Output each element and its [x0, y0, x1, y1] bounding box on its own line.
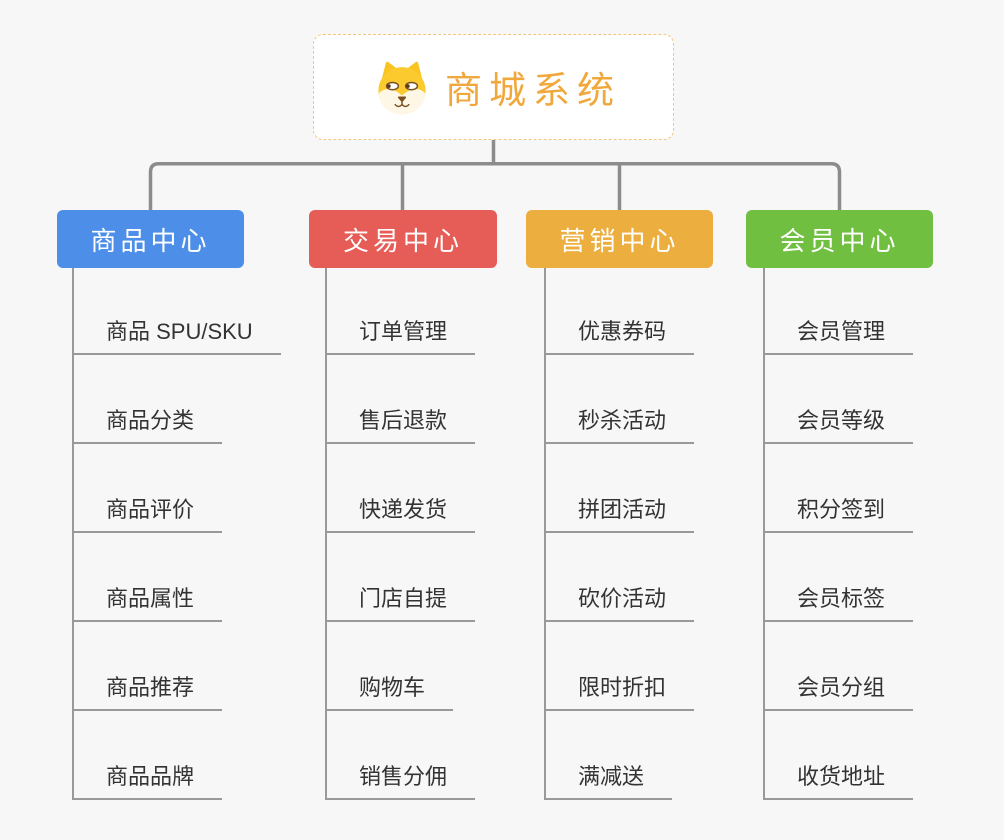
- leaf-node-product-attribute[interactable]: 商品属性: [72, 584, 223, 622]
- leaf-node-points-checkin[interactable]: 积分签到: [763, 495, 914, 533]
- leaf-node-express-delivery[interactable]: 快递发货: [325, 495, 476, 533]
- leaf-node-store-pickup[interactable]: 门店自提: [325, 584, 476, 622]
- leaf-node-flash-sale[interactable]: 秒杀活动: [544, 406, 695, 444]
- branch-node-member-center[interactable]: 会员中心: [746, 210, 933, 268]
- leaf-node-member-level[interactable]: 会员等级: [763, 406, 914, 444]
- leaf-node-coupon-code[interactable]: 优惠券码: [544, 317, 695, 355]
- leaf-node-shopping-cart[interactable]: 购物车: [325, 673, 454, 711]
- branch-node-trade-center[interactable]: 交易中心: [309, 210, 497, 268]
- leaf-node-shipping-address[interactable]: 收货地址: [763, 762, 914, 800]
- leaf-node-product-recommend[interactable]: 商品推荐: [72, 673, 223, 711]
- leaf-node-order-management[interactable]: 订单管理: [325, 317, 476, 355]
- leaf-node-group-buy[interactable]: 拼团活动: [544, 495, 695, 533]
- branch-column-member-center: 会员管理 会员等级 积分签到 会员标签 会员分组 收货地址: [763, 268, 914, 800]
- branch-column-marketing-center: 优惠券码 秒杀活动 拼团活动 砍价活动 限时折扣 满减送: [544, 268, 695, 800]
- root-node-mall-system[interactable]: 商城系统: [313, 34, 674, 140]
- leaf-node-bargain-activity[interactable]: 砍价活动: [544, 584, 695, 622]
- leaf-node-product-review[interactable]: 商品评价: [72, 495, 223, 533]
- branch-column-product-center: 商品 SPU/SKU 商品分类 商品评价 商品属性 商品推荐 商品品牌: [72, 268, 281, 800]
- leaf-node-product-brand[interactable]: 商品品牌: [72, 762, 223, 800]
- leaf-node-spend-and-save[interactable]: 满减送: [544, 762, 673, 800]
- leaf-node-sales-commission[interactable]: 销售分佣: [325, 762, 476, 800]
- leaf-node-product-spu-sku[interactable]: 商品 SPU/SKU: [72, 317, 281, 355]
- leaf-node-member-tag[interactable]: 会员标签: [763, 584, 914, 622]
- branch-column-trade-center: 订单管理 售后退款 快递发货 门店自提 购物车 销售分佣: [325, 268, 476, 800]
- leaf-node-limited-time-discount[interactable]: 限时折扣: [544, 673, 695, 711]
- branch-node-marketing-center[interactable]: 营销中心: [526, 210, 713, 268]
- leaf-node-after-sale-refund[interactable]: 售后退款: [325, 406, 476, 444]
- leaf-node-product-category[interactable]: 商品分类: [72, 406, 223, 444]
- leaf-node-member-group[interactable]: 会员分组: [763, 673, 914, 711]
- root-node-title: 商城系统: [445, 70, 621, 111]
- leaf-node-member-management[interactable]: 会员管理: [763, 317, 914, 355]
- branch-node-product-center[interactable]: 商品中心: [57, 210, 244, 268]
- doge-icon: [378, 61, 426, 115]
